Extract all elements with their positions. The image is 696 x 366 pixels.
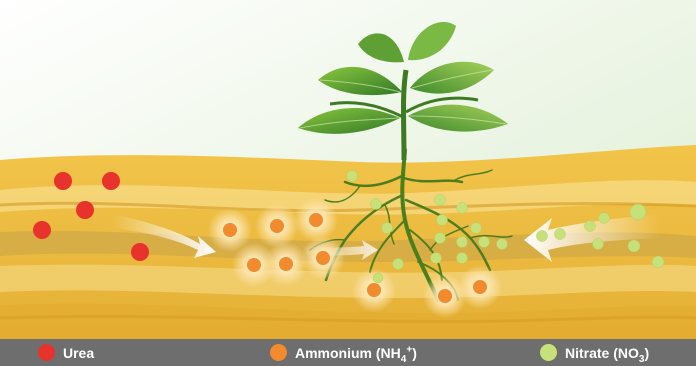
nitrate-dot xyxy=(382,223,393,234)
urea-dot xyxy=(54,172,72,190)
nitrate-dot xyxy=(630,204,646,220)
legend-label-ammonium: Ammonium (NH4+) xyxy=(295,345,417,361)
nitrate-dot xyxy=(628,240,640,252)
nitrate-dot xyxy=(652,256,664,268)
nitrate-swatch-icon xyxy=(540,344,557,361)
ammonium-swatch-icon xyxy=(270,344,287,361)
nitrate-dot xyxy=(373,273,383,283)
urea-dot xyxy=(33,221,51,239)
ammonium-dot xyxy=(458,265,502,309)
legend-item-urea: Urea xyxy=(38,339,94,366)
urea-swatch-icon xyxy=(38,344,55,361)
nitrate-dot xyxy=(599,213,610,224)
soil-nitrogen-illustration xyxy=(0,0,696,340)
legend-item-nitrate: Nitrate (NO3) xyxy=(540,339,649,366)
nitrate-dot xyxy=(585,221,596,232)
nitrate-dot xyxy=(457,237,468,248)
legend-label-urea: Urea xyxy=(63,345,94,361)
urea-dot xyxy=(76,201,94,219)
legend-bar: Urea Ammonium (NH4+) Nitrate (NO3) xyxy=(0,339,696,366)
nitrate-dot xyxy=(593,239,604,250)
nitrate-dot xyxy=(537,231,548,242)
nitrate-dot xyxy=(497,239,508,250)
nitrate-dot xyxy=(555,229,566,240)
nitrate-dot xyxy=(435,195,446,206)
nitrate-dot xyxy=(393,259,404,270)
nitrate-dot xyxy=(371,199,382,210)
ammonium-dot xyxy=(255,204,299,248)
nitrate-dot xyxy=(471,223,482,234)
nitrate-dot xyxy=(437,215,448,226)
ammonium-dot xyxy=(264,242,308,286)
legend-item-ammonium: Ammonium (NH4+) xyxy=(270,339,417,366)
urea-dot xyxy=(131,243,149,261)
nitrate-dot xyxy=(457,253,468,264)
urea-dot xyxy=(102,172,120,190)
nitrate-dot xyxy=(435,233,446,244)
nitrate-dot xyxy=(431,253,442,264)
legend-label-nitrate: Nitrate (NO3) xyxy=(565,345,649,361)
nitrate-dot xyxy=(347,171,358,182)
ammonium-dot xyxy=(294,198,338,242)
ammonium-dot xyxy=(301,236,345,280)
nitrate-dot xyxy=(479,237,490,248)
nitrate-dot xyxy=(457,203,468,214)
